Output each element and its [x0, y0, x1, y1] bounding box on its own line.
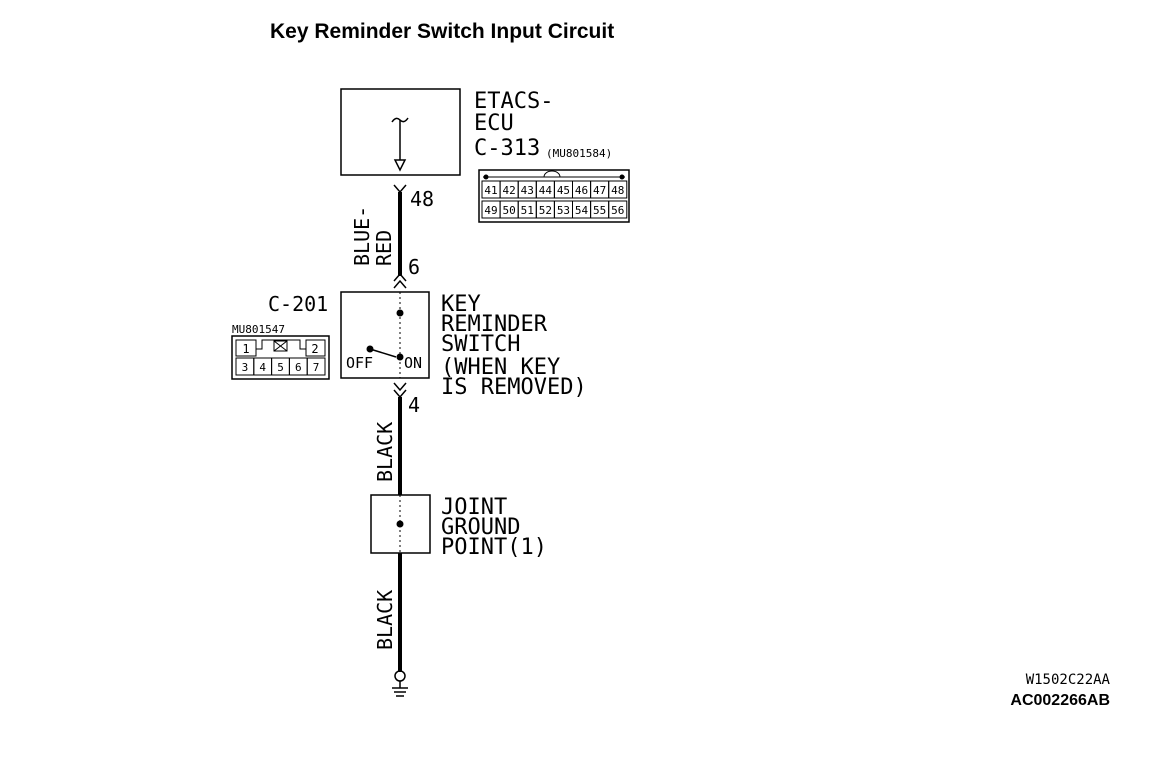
switch-pin-label: 2 — [311, 342, 318, 356]
ecu-pin-label: 54 — [575, 204, 589, 217]
ecu-pin-label: 46 — [575, 184, 588, 197]
switch-part-number: MU801547 — [232, 323, 285, 336]
switch-pin-label: 7 — [313, 361, 320, 374]
switch-lever — [369, 348, 397, 358]
ecu-pin-label: 41 — [484, 184, 497, 197]
switch-pin-top: 6 — [408, 255, 420, 279]
ecu-pin-number: 48 — [410, 187, 434, 211]
switch-off-label: OFF — [346, 354, 373, 372]
wire-lower-color: BLACK — [373, 590, 397, 650]
ecu-pin-label: 51 — [521, 204, 534, 217]
ecu-connector-label: C-313 — [474, 136, 540, 161]
blank-pin-icon — [273, 340, 288, 352]
ecu-pin-label: 52 — [539, 204, 552, 217]
switch-on-label: ON — [404, 354, 422, 372]
ecu-pin-label: 49 — [484, 204, 497, 217]
ecu-pin-label: 42 — [503, 184, 516, 197]
ecu-pin-label: 56 — [611, 204, 624, 217]
switch-pin-label: 5 — [277, 361, 284, 374]
figure-code: W1502C22AA — [1025, 672, 1110, 688]
switch-name-line2: REMINDER — [441, 312, 548, 337]
wire-middle-color: BLACK — [373, 422, 397, 482]
document-code: AC002266AB — [1010, 692, 1110, 709]
wire-upper-color-line2: RED — [372, 230, 396, 266]
ecu-box — [340, 88, 461, 176]
ecu-pin-label: 48 — [611, 184, 624, 197]
ecu-pin-label: 43 — [521, 184, 534, 197]
ecu-pin-label: 53 — [557, 204, 570, 217]
ecu-part-number: (MU801584) — [546, 147, 612, 160]
switch-bottom-connector-icon — [393, 382, 407, 399]
joint-line2: GROUND — [441, 515, 520, 540]
joint-line1: JOINT — [441, 495, 507, 520]
switch-box — [340, 291, 430, 379]
ecu-pin-label: 44 — [539, 184, 553, 197]
ecu-name-line1: ETACS- — [474, 89, 553, 114]
ecu-name-line2: ECU — [474, 111, 514, 136]
ecu-connector-face: 41 42 43 44 45 46 47 48 49 50 51 52 53 54 55 56 — [478, 169, 630, 223]
switch-pin-label: 4 — [259, 361, 266, 374]
switch-top-connector-icon — [393, 272, 407, 289]
ecu-pin-label: 50 — [503, 204, 516, 217]
ground-icon — [392, 670, 408, 697]
joint-line3: POINT(1) — [441, 535, 547, 560]
ecu-pin-label: 55 — [593, 204, 606, 217]
ecu-arrow-icon — [393, 159, 407, 172]
switch-pin-label: 1 — [242, 342, 249, 356]
ecu-pin-label: 45 — [557, 184, 570, 197]
wire-upper-color-line1: BLUE- — [350, 206, 374, 266]
switch-connector-label: C-201 — [268, 292, 328, 316]
ecu-pin-label: 47 — [593, 184, 606, 197]
switch-pin-label: 3 — [242, 361, 249, 374]
switch-pin-label: 6 — [295, 361, 302, 374]
ecu-terminal-icon — [393, 184, 407, 194]
switch-pin-bottom: 4 — [408, 393, 420, 417]
switch-name-line1: KEY — [441, 292, 481, 317]
switch-condition-line1: (WHEN KEY — [441, 355, 560, 380]
switch-condition-line2: IS REMOVED) — [441, 375, 587, 400]
switch-name-line3: SWITCH — [441, 332, 520, 357]
diagram-title: Key Reminder Switch Input Circuit — [270, 20, 615, 43]
